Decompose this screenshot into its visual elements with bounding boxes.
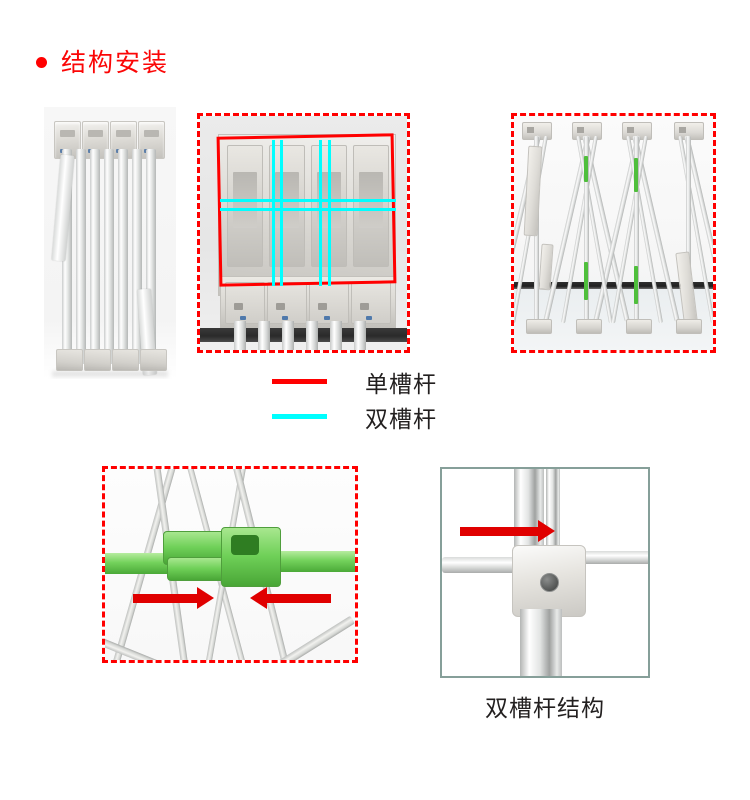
folded-pole: [90, 149, 100, 364]
folded-foot: [112, 349, 139, 371]
green-clip-image: [105, 469, 355, 660]
bullet-dot-icon: [36, 57, 47, 68]
folded-foot: [56, 349, 83, 371]
floor-line: [514, 282, 713, 289]
photo-double-groove-joint: [440, 467, 650, 678]
page-title-text: 结构安装: [61, 48, 170, 77]
annotation-double-groove-line: [280, 140, 283, 286]
green-latch-marker: [584, 262, 588, 300]
vertical-tube: [306, 321, 318, 350]
folded-shadow: [52, 371, 168, 377]
arrow-left-shaft: [133, 594, 197, 603]
annotation-double-groove-line: [328, 140, 331, 286]
horizontal-rod-right: [572, 551, 648, 564]
photo-expanded-frame: [511, 113, 716, 353]
vertical-tube: [354, 321, 366, 350]
legend-item-double-groove: 双槽杆: [272, 399, 437, 434]
arrow-left-head-icon: [250, 587, 267, 609]
annotation-double-groove-line: [220, 199, 396, 202]
folded-pole: [132, 149, 142, 364]
photo-folded-frame: [44, 107, 176, 379]
vertical-leg: [686, 136, 691, 326]
vertical-tube: [258, 321, 270, 350]
green-latch-marker: [584, 156, 588, 182]
legend-swatch-cyan-icon: [272, 414, 327, 419]
folded-frame-backdrop: [44, 107, 176, 379]
folded-foot: [84, 349, 111, 371]
expanded-frame-image: [514, 116, 713, 350]
arrow-right-shaft: [267, 594, 331, 603]
folded-pole: [62, 149, 72, 364]
connector-lower-segment: [309, 282, 349, 324]
connector-cell: [269, 145, 305, 267]
vertical-tube: [234, 321, 246, 350]
clip-socket-hole: [231, 535, 259, 555]
clip-housing-right: [221, 527, 281, 587]
top-connector-block: [522, 122, 552, 140]
legend-label-double-groove: 双槽杆: [365, 406, 437, 433]
connector-lower-segment: [351, 282, 391, 324]
arrow-shaft: [460, 527, 538, 536]
legend-swatch-red-icon: [272, 379, 327, 384]
connector-cell: [227, 145, 263, 267]
folded-pole: [118, 149, 128, 364]
legend-item-single-groove: 单槽杆: [272, 364, 437, 399]
green-latch-marker: [634, 158, 638, 192]
arrow-right-head-icon: [538, 520, 555, 542]
connector-cell: [353, 145, 389, 267]
vertical-leg: [584, 136, 589, 326]
connector-lower-segment: [267, 282, 307, 324]
connector-lower-segment: [225, 282, 265, 324]
photo-top-connector: [197, 113, 410, 353]
floor-surface: [200, 342, 407, 350]
vertical-tube: [282, 321, 294, 350]
vertical-tube: [330, 321, 342, 350]
frame-foot: [526, 319, 552, 334]
folded-foot: [140, 349, 167, 371]
joint-caption: 双槽杆结构: [485, 696, 605, 722]
page-title: 结构安装: [36, 50, 169, 75]
lower-vertical-rod: [520, 609, 562, 676]
photo-green-clip: [102, 466, 358, 663]
top-connector-block: [572, 122, 602, 140]
annotation-double-groove-line: [220, 208, 396, 211]
arrow-right-head-icon: [197, 587, 214, 609]
legend: 单槽杆 双槽杆: [272, 364, 437, 434]
horizontal-rod-left: [442, 557, 524, 573]
frame-foot: [626, 319, 652, 334]
legend-label-single-groove: 单槽杆: [365, 371, 437, 398]
double-groove-joint-image: [442, 469, 648, 676]
annotation-double-groove-line: [319, 140, 322, 286]
vertical-leg: [634, 136, 639, 326]
clip-latch-tab: [167, 557, 227, 581]
top-connector-image: [200, 116, 407, 350]
folded-pole: [146, 149, 156, 364]
connector-body: [218, 134, 396, 296]
frame-foot: [576, 319, 602, 334]
green-latch-marker: [634, 266, 638, 304]
green-rod-right: [261, 551, 355, 572]
frame-foot: [676, 319, 702, 334]
folded-pole: [76, 149, 86, 364]
joint-screw-icon: [540, 573, 559, 592]
folded-frame-image: [44, 107, 176, 379]
connector-lower-row: [220, 276, 396, 328]
folded-pole: [104, 149, 114, 364]
annotation-double-groove-line: [272, 140, 275, 286]
